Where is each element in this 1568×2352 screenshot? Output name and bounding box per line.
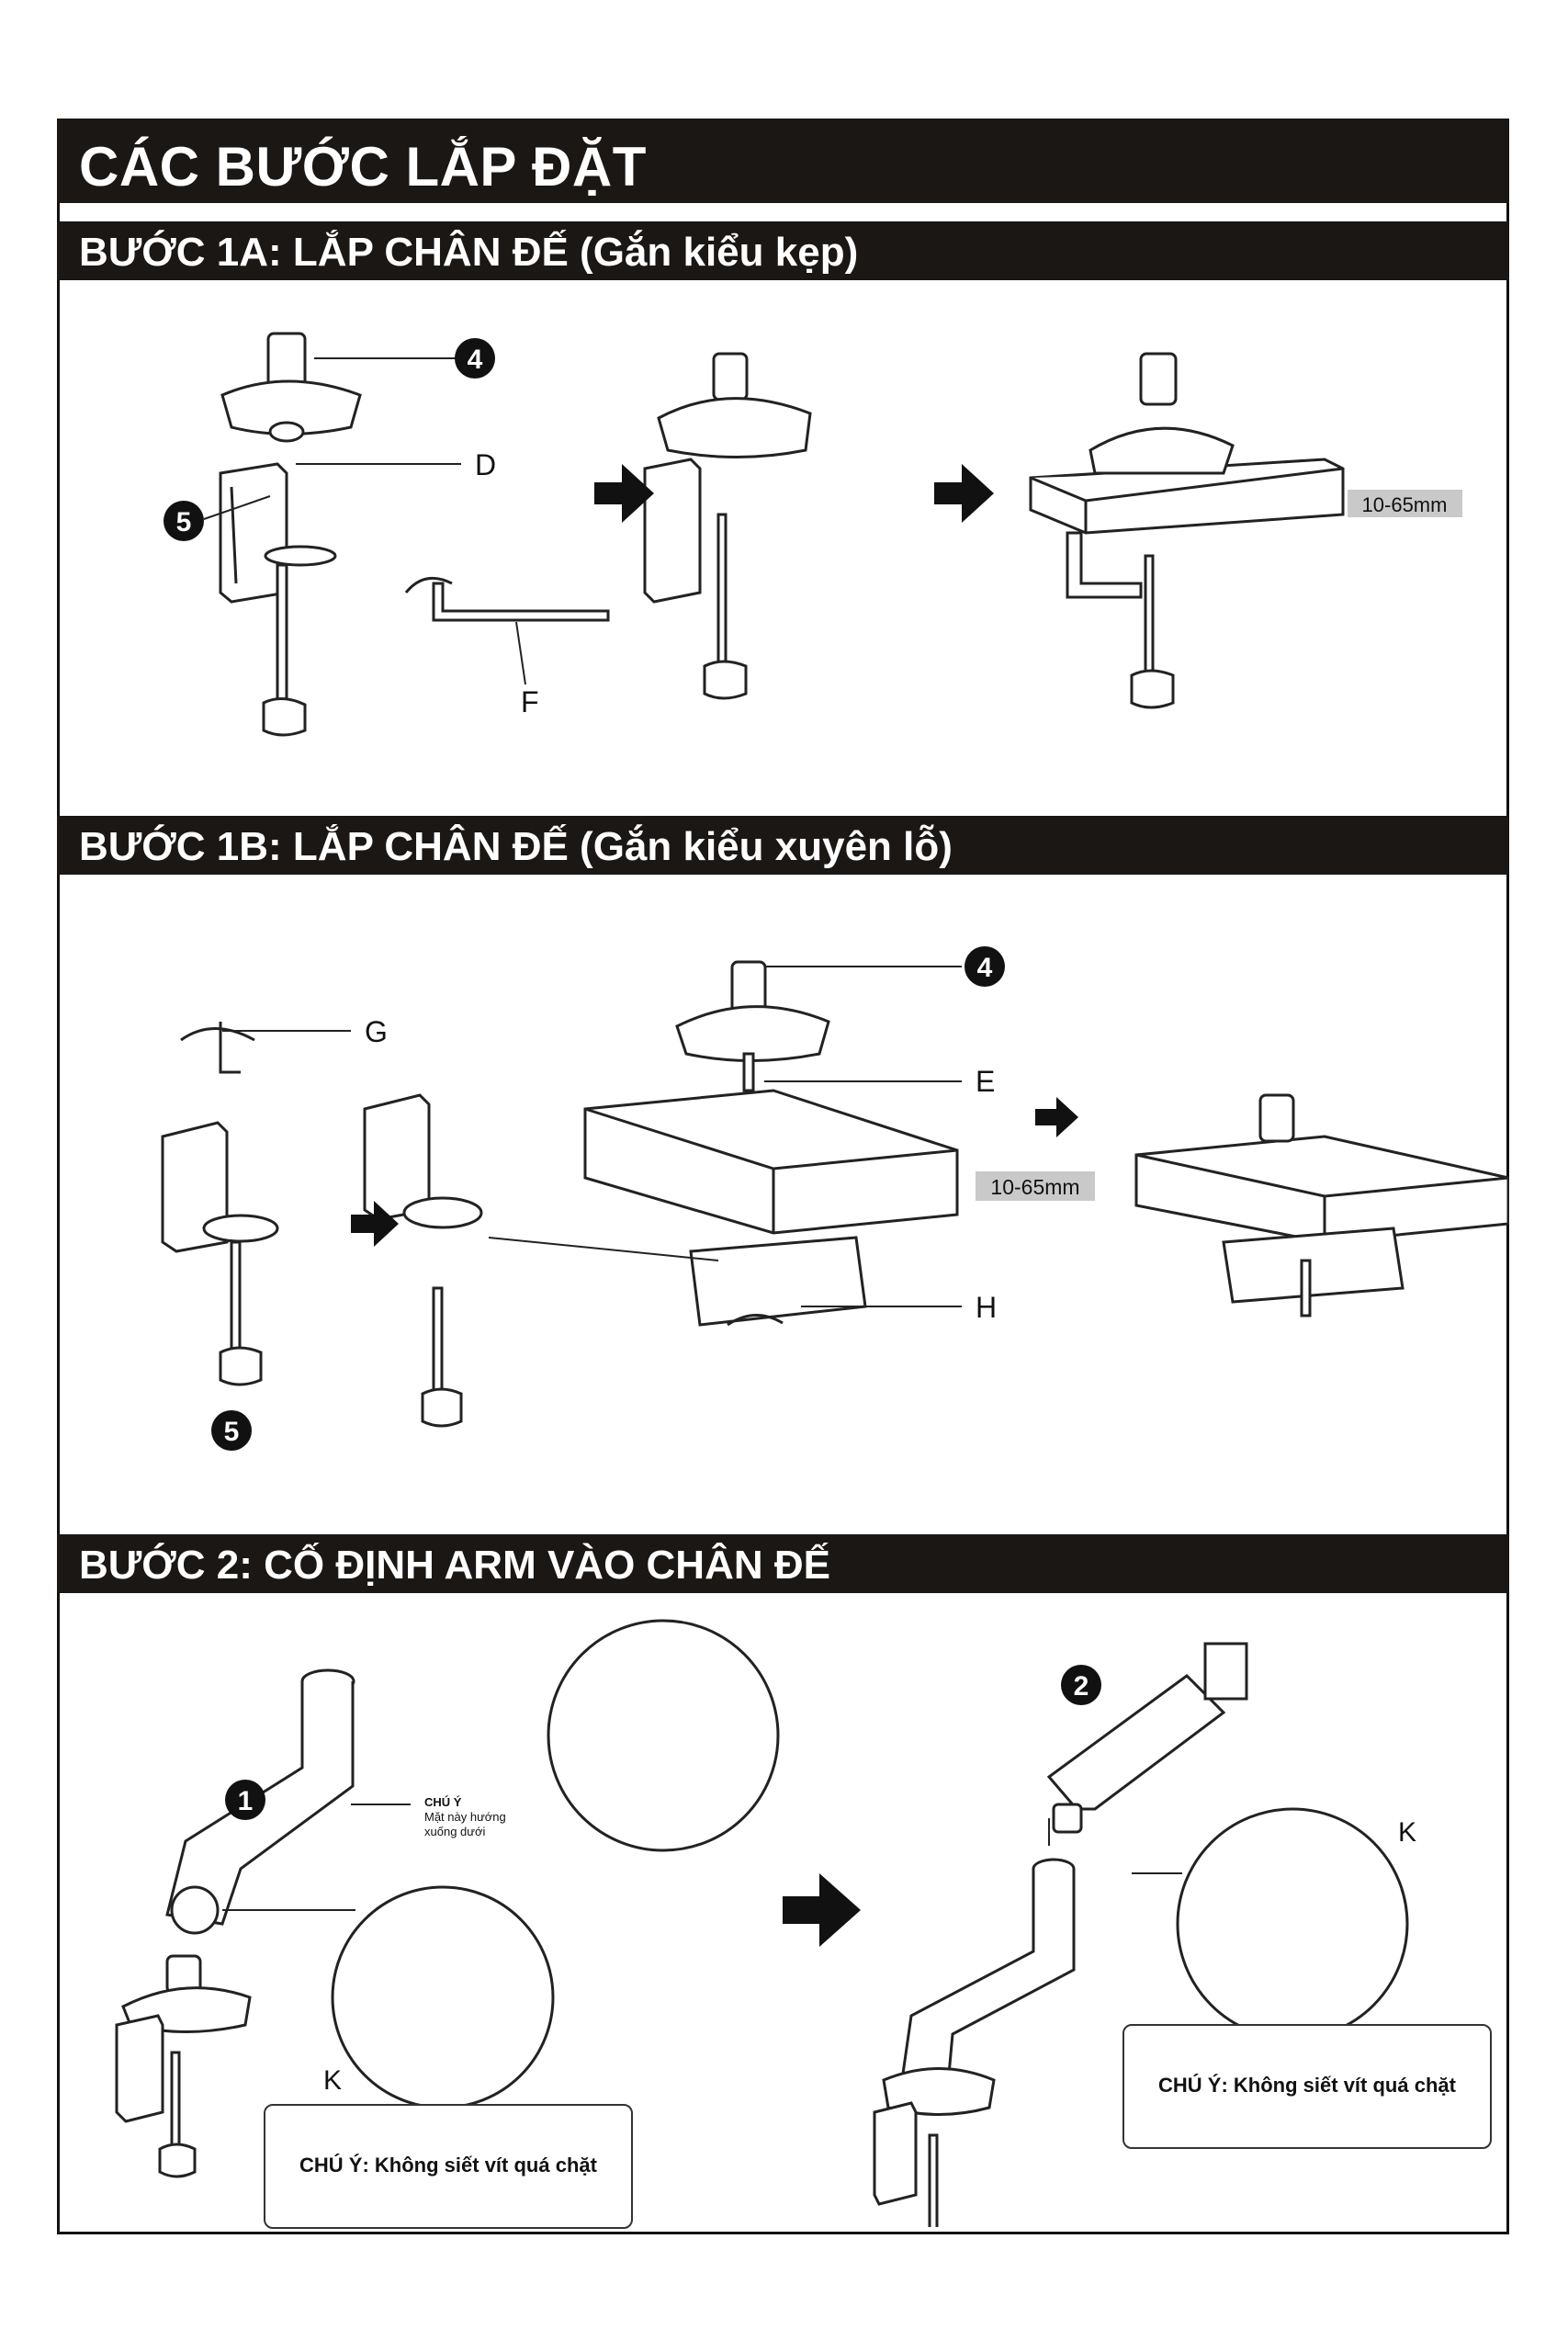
svg-text:4: 4 [977, 953, 993, 983]
label-g: G [365, 1015, 388, 1048]
svg-text:1: 1 [238, 1786, 254, 1816]
caution-note-right: CHÚ Ý: Không siết vít quá chặt [1122, 2024, 1492, 2149]
label-k-left: K [323, 2065, 342, 2096]
label-1: 1 [225, 1780, 265, 1820]
detail-circle-2 [547, 1619, 780, 1852]
svg-text:4: 4 [468, 345, 483, 375]
step-1b-diagram: G E H 4 5 10-65mm [161, 946, 1509, 1451]
hex-key-g [219, 1022, 241, 1074]
page-title: CÁC BƯỚC LẮP ĐẶT [79, 136, 647, 198]
bracket-left [161, 1121, 279, 1386]
label-f: F [521, 685, 539, 718]
thickness-range-1a: 10-65mm [1348, 490, 1462, 517]
clamp-on-desk [1029, 352, 1345, 709]
label-4b: 4 [964, 946, 1005, 987]
svg-text:10-65mm: 10-65mm [990, 1175, 1079, 1199]
page-title-bar: CÁC BƯỚC LẮP ĐẶT [57, 119, 1509, 203]
arm-note-line3: xuống dưới [424, 1825, 485, 1838]
label-k-right: K [1398, 1817, 1416, 1848]
detail-circle-3 [1176, 1807, 1409, 2041]
label-d: D [475, 448, 496, 481]
step-2-title: BƯỚC 2: CỐ ĐỊNH ARM VÀO CHÂN ĐẾ [79, 1543, 830, 1588]
step-2-header: BƯỚC 2: CỐ ĐỊNH ARM VÀO CHÂN ĐẾ [57, 1534, 1509, 1593]
svg-text:10-65mm: 10-65mm [1362, 493, 1448, 516]
step-1a-diagram: 4 5 D F 10-65mm [164, 332, 1462, 737]
thickness-range-1b: 10-65mm [976, 1171, 1095, 1201]
caution-note-left: CHÚ Ý: Không siết vít quá chặt [264, 2104, 633, 2229]
desk-through-hole [583, 960, 959, 1327]
label-5: 5 [164, 501, 204, 541]
arm-assembled [873, 1858, 1076, 2227]
detail-circle-1 [331, 1885, 555, 2109]
step-1b-title: BƯỚC 1B: LẮP CHÂN ĐẾ (Gắn kiểu xuyên lỗ) [79, 824, 953, 869]
label-e: E [976, 1065, 995, 1098]
hex-key-f [432, 582, 610, 622]
arm-note-title: CHÚ Ý [424, 1795, 462, 1809]
step-2-arrow [783, 1873, 861, 1947]
step-1a-title: BƯỚC 1A: LẮP CHÂN ĐẾ (Gắn kiểu kẹp) [79, 230, 859, 275]
clamp-part-5 [219, 462, 337, 737]
label-h: H [976, 1291, 997, 1324]
label-2: 2 [1061, 1665, 1101, 1705]
svg-text:5: 5 [176, 507, 192, 537]
label-4: 4 [455, 338, 495, 379]
gas-arm-part-2 [1046, 1642, 1248, 1834]
svg-text:2: 2 [1074, 1671, 1089, 1702]
label-5b: 5 [211, 1410, 252, 1451]
arm-note-line2: Mặt này hướng [424, 1810, 506, 1824]
base-part-4 [220, 332, 362, 443]
step-1b-header: BƯỚC 1B: LẮP CHÂN ĐẾ (Gắn kiểu xuyên lỗ) [57, 816, 1509, 875]
flow-arrows [594, 464, 994, 523]
bracket-middle [363, 1093, 483, 1428]
assembled-clamp [643, 352, 812, 700]
base-with-clamp [115, 1954, 252, 2178]
step-1a-header: BƯỚC 1A: LẮP CHÂN ĐẾ (Gắn kiểu kẹp) [57, 221, 1509, 280]
mounted-through-hole [1134, 1093, 1509, 1317]
svg-text:5: 5 [224, 1417, 240, 1447]
